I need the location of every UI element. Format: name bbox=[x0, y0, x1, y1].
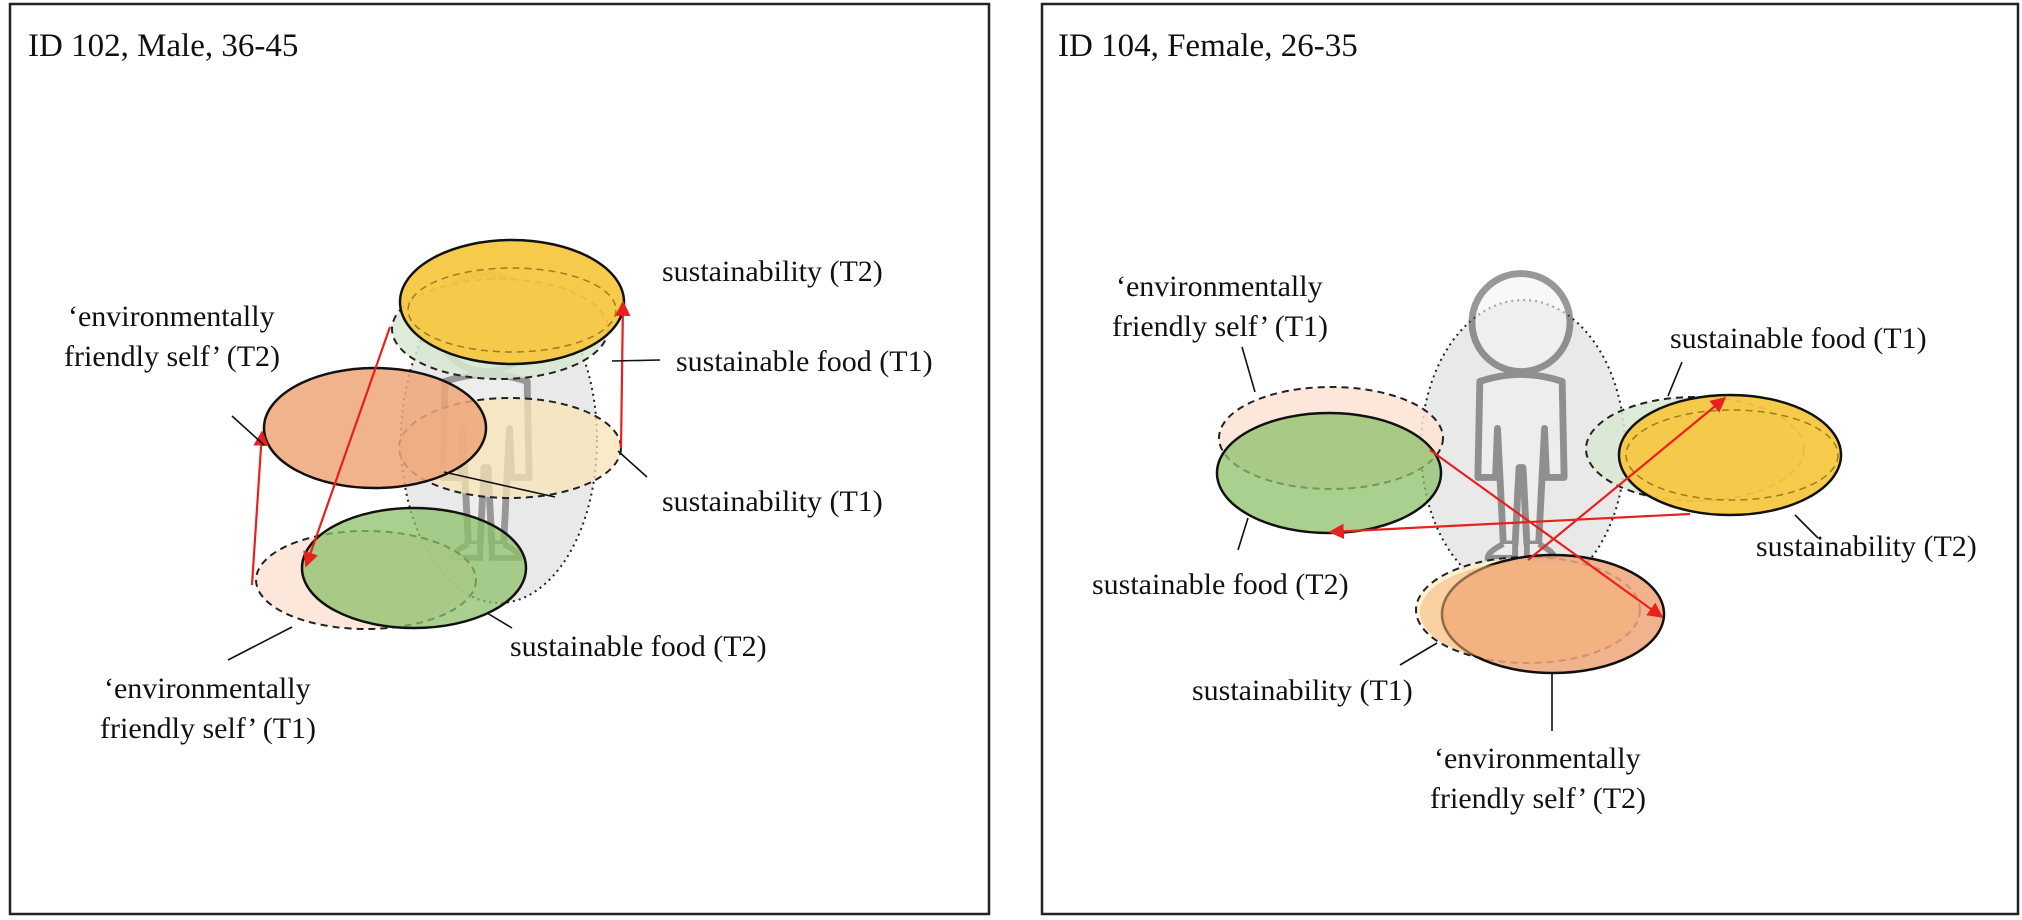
label-self-t2-line1: ‘environmentally bbox=[1434, 742, 1641, 775]
leader-lines bbox=[1237, 346, 1819, 731]
label-sustainability-t2: sustainability (T2) bbox=[1756, 530, 1977, 563]
arrows bbox=[1328, 397, 1727, 618]
ellipse-sustainable-food-t2 bbox=[300, 506, 528, 630]
leader-food-t1 bbox=[1667, 361, 1683, 397]
arrow-self-t1-to-t2 bbox=[250, 430, 269, 586]
arrow-food-t1-to-t2 bbox=[303, 326, 392, 568]
label-self-t1-line1: ‘environmentally bbox=[104, 672, 311, 705]
arrow-sus-t1-to-t2 bbox=[615, 300, 631, 449]
leader-sus-t1-right bbox=[617, 450, 648, 478]
leader-sus-t1 bbox=[443, 471, 556, 498]
label-sustainable-food-t2: sustainable food (T2) bbox=[510, 630, 767, 663]
arrow-food-t1-to-t2 bbox=[1328, 512, 1691, 539]
label-self-t1-line2: friendly self’ (T1) bbox=[100, 712, 316, 745]
ellipse-sustainability-t2 bbox=[398, 238, 626, 366]
leader-sus-t2 bbox=[1794, 514, 1819, 539]
label-sustainability-t2: sustainability (T2) bbox=[662, 255, 883, 288]
arrow-self-t1-to-t2 bbox=[1429, 449, 1664, 618]
label-self-t1-line1: ‘environmentally bbox=[1116, 270, 1323, 303]
label-self-t1-line2: friendly self’ (T1) bbox=[1112, 310, 1328, 343]
leader-food-t2 bbox=[1237, 517, 1249, 551]
label-sustainability-t1: sustainability (T1) bbox=[662, 485, 883, 518]
ellipse-self-t2 bbox=[262, 366, 488, 490]
panel-2-title: ID 104, Female, 26-35 bbox=[1058, 28, 1358, 64]
panel-1-title: ID 102, Male, 36-45 bbox=[28, 28, 298, 64]
panel-1: ID 102, Male, 36-45 bbox=[8, 2, 991, 916]
arrow-sus-t1-to-t2 bbox=[1527, 397, 1727, 561]
ellipse-overlap bbox=[1420, 562, 1636, 662]
leader-self-t1 bbox=[1241, 346, 1256, 393]
arrows bbox=[250, 300, 631, 586]
leader-lines bbox=[227, 359, 661, 661]
label-self-t2-line2: friendly self’ (T2) bbox=[1430, 782, 1646, 815]
leader-food-t1 bbox=[611, 359, 661, 362]
label-self-t2-line2: friendly self’ (T2) bbox=[64, 340, 280, 373]
label-sustainability-t1: sustainability (T1) bbox=[1192, 674, 1413, 707]
label-sustainable-food-t2: sustainable food (T2) bbox=[1092, 568, 1349, 601]
leader-self-t2 bbox=[231, 415, 265, 446]
panel-2: ID 104, Female, 26-35 bbox=[1040, 2, 2020, 916]
leader-sus-t1 bbox=[1399, 642, 1438, 666]
ellipse-inner-dash bbox=[1625, 409, 1839, 501]
label-sustainable-food-t1: sustainable food (T1) bbox=[676, 345, 933, 378]
label-self-t2-line1: ‘environmentally bbox=[68, 300, 275, 333]
ellipse-sustainability-t2 bbox=[1617, 393, 1843, 517]
ellipse-sustainable-food-t2 bbox=[1215, 411, 1443, 535]
leader-self-t1 bbox=[227, 626, 293, 661]
leader-food-t2 bbox=[486, 612, 513, 629]
label-sustainable-food-t1: sustainable food (T1) bbox=[1670, 322, 1927, 355]
